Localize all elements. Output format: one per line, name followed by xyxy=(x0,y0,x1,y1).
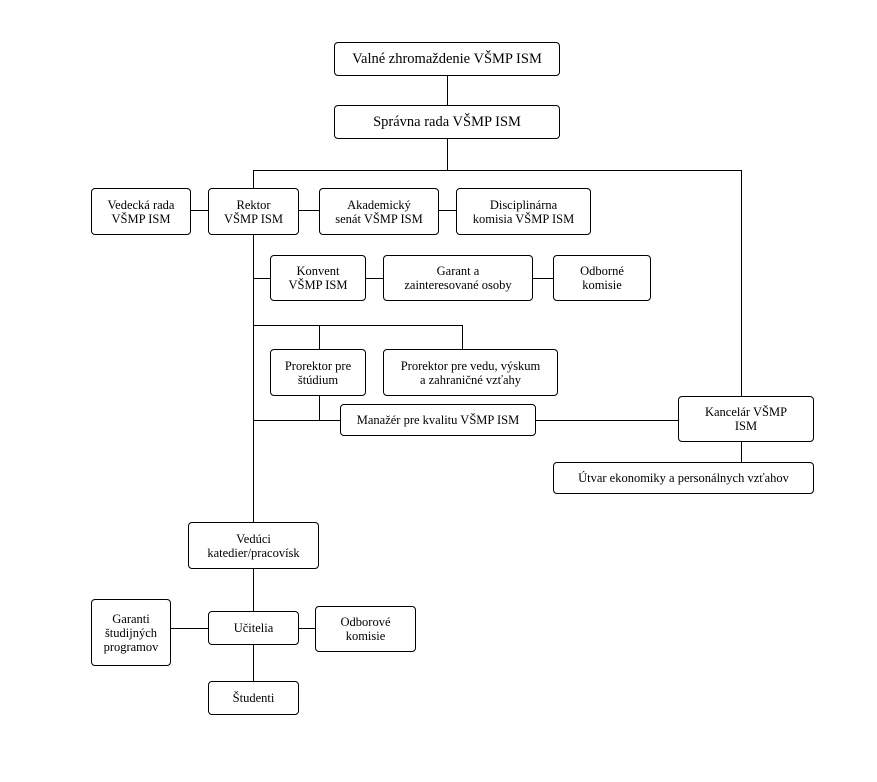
connector-line xyxy=(191,210,209,211)
connector-line xyxy=(319,396,320,420)
connector-line xyxy=(253,420,340,421)
connector-line xyxy=(253,170,741,171)
node-odborove-komisie: Odborové komisie xyxy=(315,606,416,652)
connector-line xyxy=(253,645,254,681)
node-veduci-katedier: Vedúci katedier/pracovísk xyxy=(188,522,319,569)
connector-line xyxy=(741,170,742,396)
connector-line xyxy=(365,278,384,279)
node-prorektor-veda: Prorektor pre vedu, výskum a zahraničné … xyxy=(383,349,558,396)
node-garanti-programov: Garanti študijných programov xyxy=(91,599,171,666)
node-rektor: Rektor VŠMP ISM xyxy=(208,188,299,235)
node-akademicky-senat: Akademický senát VŠMP ISM xyxy=(319,188,439,235)
connector-line xyxy=(438,210,457,211)
connector-line xyxy=(253,278,270,279)
node-ucitelia: Učitelia xyxy=(208,611,299,645)
connector-line xyxy=(447,75,448,105)
node-utvar-ekonomiky: Útvar ekonomiky a personálnych vzťahov xyxy=(553,462,814,494)
connector-line xyxy=(741,441,742,462)
node-manazer-kvalita: Manažér pre kvalitu VŠMP ISM xyxy=(340,404,536,436)
connector-line xyxy=(253,170,254,188)
node-prorektor-studium: Prorektor pre štúdium xyxy=(270,349,366,396)
connector-line xyxy=(532,278,553,279)
node-garant-osoby: Garant a zainteresované osoby xyxy=(383,255,533,301)
connector-line xyxy=(253,325,462,326)
connector-line xyxy=(319,325,320,349)
connector-line xyxy=(253,235,254,522)
node-studenti: Študenti xyxy=(208,681,299,715)
node-vedecka-rada: Vedecká rada VŠMP ISM xyxy=(91,188,191,235)
node-konvent: Konvent VŠMP ISM xyxy=(270,255,366,301)
node-odborne-komisie: Odborné komisie xyxy=(553,255,651,301)
connector-line xyxy=(170,628,208,629)
connector-line xyxy=(299,628,315,629)
connector-line xyxy=(535,420,678,421)
node-valne-zhromazdenie: Valné zhromaždenie VŠMP ISM xyxy=(334,42,560,76)
connector-line xyxy=(299,210,320,211)
node-disciplinarna-komisia: Disciplinárna komisia VŠMP ISM xyxy=(456,188,591,235)
connector-line xyxy=(447,138,448,170)
node-kancelaria: Kancelár VŠMP ISM xyxy=(678,396,814,442)
connector-line xyxy=(462,325,463,349)
connector-line xyxy=(253,569,254,611)
node-spravna-rada: Správna rada VŠMP ISM xyxy=(334,105,560,139)
